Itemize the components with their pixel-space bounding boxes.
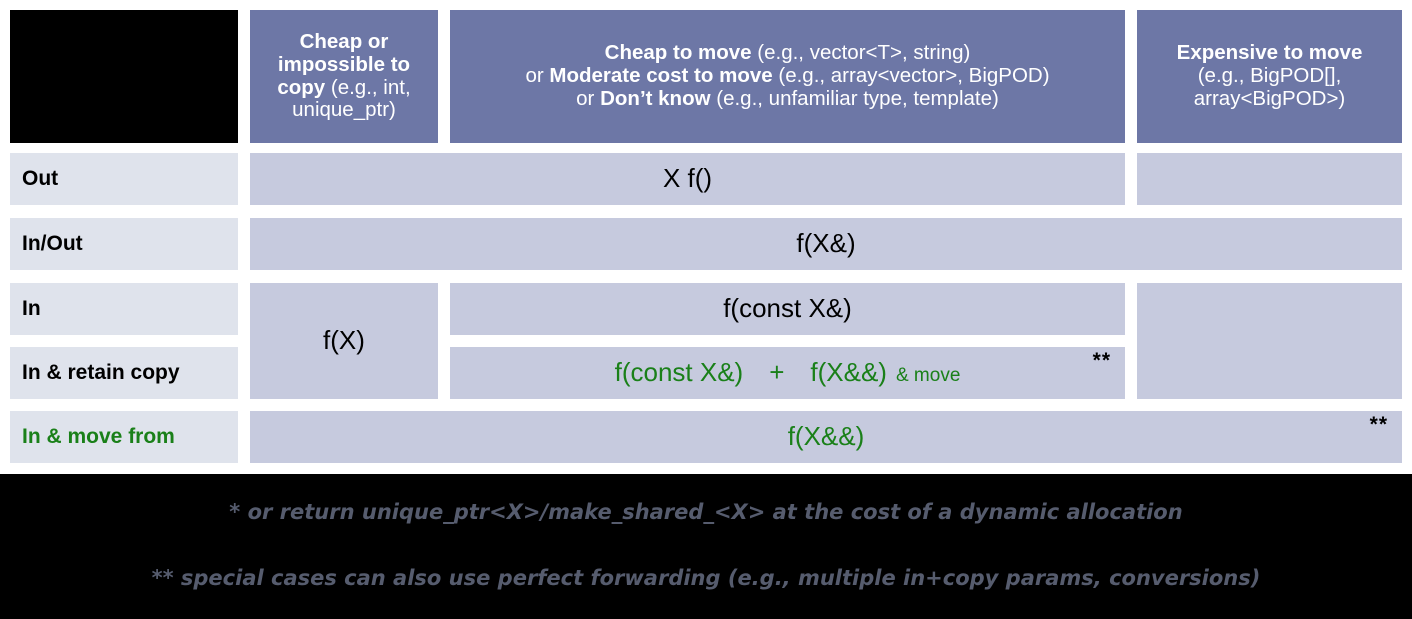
row-label-text: Out bbox=[22, 167, 59, 191]
cell-text: f(X) bbox=[323, 325, 365, 356]
footnote-double-star: ** special cases can also use perfect fo… bbox=[151, 566, 1261, 590]
cell-in-f-const-xref: f(const X&) bbox=[450, 283, 1125, 335]
table-corner-empty-cell bbox=[10, 10, 238, 143]
row-label-in: In bbox=[10, 283, 238, 335]
cell-text-f-const-xref: f(const X&) bbox=[614, 357, 744, 388]
header-expensive-bold: Expensive to move bbox=[1176, 41, 1363, 65]
cell-in-retain-copy-overloads: f(const X&) + f(X&&) & move ** bbox=[450, 347, 1125, 399]
header-line-1-rest: (e.g., vector<T>, string) bbox=[751, 41, 971, 65]
header-line-1: Cheap to move (e.g., vector<T>, string) bbox=[525, 41, 1049, 65]
footnotes-section: * or return unique_ptr<X>/make_shared_<X… bbox=[0, 474, 1412, 619]
row-label-in-move-from: In & move from bbox=[10, 411, 238, 463]
footnote-single-star: * or return unique_ptr<X>/make_shared_<X… bbox=[229, 500, 1183, 524]
row-label-text: In & retain copy bbox=[22, 361, 180, 385]
column-header-cheap-or-impossible-to-copy: Cheap or impossible to copy (e.g., int, … bbox=[250, 10, 438, 143]
row-label-in-retain-copy: In & retain copy bbox=[10, 347, 238, 399]
header-line-2-bold: Moderate cost to move bbox=[549, 64, 773, 88]
header-line-2-prefix: or bbox=[525, 64, 550, 88]
cell-text-plus: + bbox=[769, 357, 785, 388]
row-label-text: In/Out bbox=[22, 232, 83, 256]
cell-expensive-merged-in-retain bbox=[1137, 283, 1402, 399]
cell-text-f-xrvalue: f(X&&) bbox=[810, 357, 887, 388]
cell-in-f-x-merged: f(X) bbox=[250, 283, 438, 399]
cell-text: X f() bbox=[662, 163, 713, 194]
cell-out-x-f: X f() bbox=[250, 153, 1125, 205]
header-line-3-rest: (e.g., unfamiliar type, template) bbox=[710, 86, 999, 110]
cell-text-and-move: & move bbox=[895, 365, 961, 387]
column-header-cheap-to-move: Cheap to move (e.g., vector<T>, string) … bbox=[450, 10, 1125, 143]
cell-in-move-from-f-xrvalue: f(X&&) ** bbox=[250, 411, 1402, 463]
row-label-in-out: In/Out bbox=[10, 218, 238, 270]
row-label-out: Out bbox=[10, 153, 238, 205]
row-label-text: In & move from bbox=[22, 425, 175, 449]
cell-text: f(X&&) bbox=[787, 421, 865, 452]
cell-text: f(const X&) bbox=[723, 293, 852, 324]
header-line-2: or Moderate cost to move (e.g., array<ve… bbox=[525, 64, 1050, 88]
cell-out-expensive-empty bbox=[1137, 153, 1402, 205]
header-line-2-rest: (e.g., array<vector>, BigPOD) bbox=[772, 64, 1050, 88]
header-expensive-example-1: (e.g., BigPOD[], bbox=[1197, 64, 1342, 88]
header-bold-text: Cheap or impossible to copy bbox=[277, 29, 411, 99]
footnote-marker-double-star: ** bbox=[1092, 349, 1111, 372]
header-line-1-bold: Cheap to move bbox=[604, 41, 752, 65]
header-line-3-bold: Don’t know bbox=[600, 86, 711, 110]
header-line-3-prefix: or bbox=[576, 86, 601, 110]
header-example-text: (e.g., int, unique_ptr) bbox=[292, 75, 411, 122]
header-expensive-example-2: array<BigPOD>) bbox=[1193, 86, 1346, 110]
footnote-marker-double-star: ** bbox=[1369, 413, 1388, 436]
header-line-3: or Don’t know (e.g., unfamiliar type, te… bbox=[525, 86, 1049, 111]
row-label-text: In bbox=[22, 297, 41, 321]
parameter-passing-table: Cheap or impossible to copy (e.g., int, … bbox=[0, 0, 1412, 474]
cell-text: f(X&) bbox=[796, 228, 856, 259]
cell-in-out-f-xref: f(X&) bbox=[250, 218, 1402, 270]
column-header-expensive-to-move: Expensive to move (e.g., BigPOD[], array… bbox=[1137, 10, 1402, 143]
